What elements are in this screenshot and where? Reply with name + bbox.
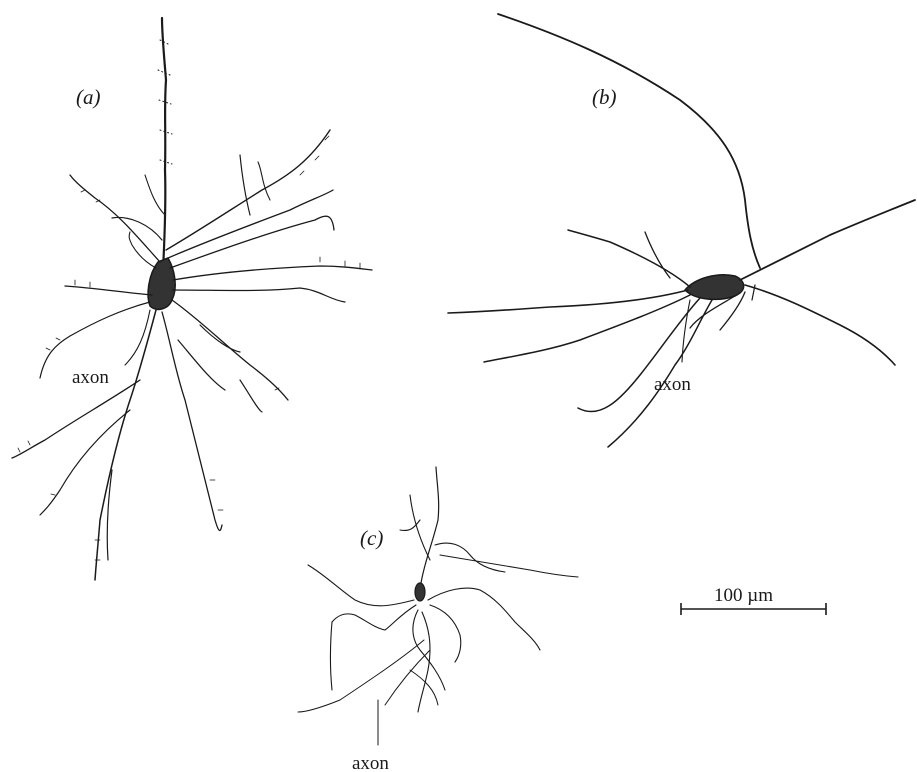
neuron-b-dendrite: [568, 230, 690, 287]
neuron-c-dendrite: [298, 640, 424, 712]
neuron-a-dendrite: [145, 175, 165, 215]
neuron-a-dendrite: [178, 340, 225, 390]
neuron-a-dendrite: [162, 312, 222, 530]
neuron-a-dendrite: [12, 380, 140, 458]
neuron-a-dendrite: [70, 175, 160, 262]
panel-label-a: (a): [76, 85, 101, 109]
neuron-a-dendrite: [240, 155, 250, 215]
neuron-c-soma: [415, 583, 425, 601]
neuron-c-dendrite: [421, 467, 439, 583]
neuron-a-dendrite: [168, 190, 333, 258]
neuron-c: [298, 467, 578, 745]
neuron-a-dendrite: [95, 310, 156, 580]
neuron-c-dendrite: [308, 565, 414, 606]
neuron-b-dendrite: [498, 14, 760, 268]
panel-label-b: (b): [592, 85, 617, 109]
neuron-a-dendrite: [200, 325, 240, 352]
neuron-b-dendrite: [745, 285, 895, 365]
neuron-a-spines: [18, 136, 360, 560]
neuron-c-dendrite: [418, 612, 430, 712]
neuron-a-dendrite: [172, 300, 288, 400]
axon-label-c: axon: [352, 753, 389, 772]
neuron-c-dendrite: [331, 622, 333, 690]
axon-label-b: axon: [654, 374, 691, 395]
neuron-c-dendrite: [440, 555, 578, 577]
axon-label-a: axon: [72, 367, 109, 388]
neuron-a-axon: [125, 310, 150, 365]
neuron-c-dendrite: [332, 605, 416, 630]
neuron-a-dendrite: [258, 162, 270, 200]
neuron-c-dendrite: [413, 610, 445, 690]
neuron-a-dendrite: [172, 288, 345, 302]
neuron-a: [12, 18, 372, 580]
neuron-a-dendrite: [166, 130, 330, 250]
scale-bar-label: 100 µm: [714, 585, 773, 606]
neuron-c-dendrite: [435, 543, 505, 572]
neuron-a-apical-dendrite: [162, 18, 166, 270]
neuron-a-dendrite: [173, 266, 372, 280]
neuron-b-dendrite: [740, 200, 915, 280]
neuron-c-dendrite: [430, 605, 461, 662]
neuron-a-dendrite: [40, 410, 130, 515]
panel-label-c: (c): [360, 526, 383, 550]
neuron-a-dendrite: [240, 380, 262, 412]
neuron-a-dendrite: [65, 286, 152, 295]
neuron-c-dendrite: [428, 588, 540, 650]
neuron-c-dendrite: [385, 650, 430, 705]
neuron-b-dendrite: [448, 290, 688, 313]
neuron-a-dendrite: [129, 232, 156, 268]
